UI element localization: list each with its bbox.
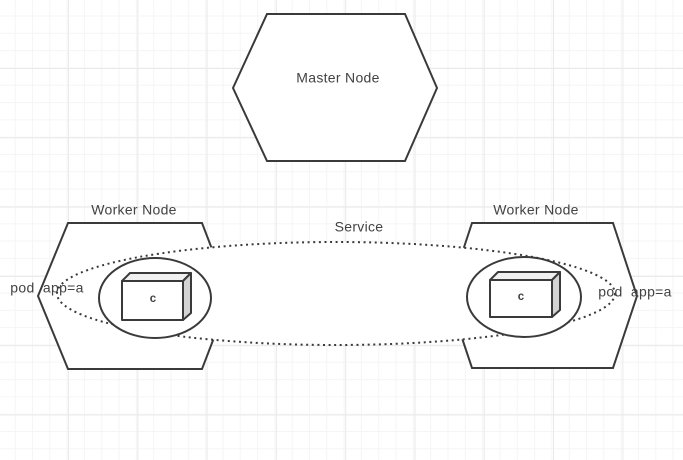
master-node-label[interactable]: Master Node xyxy=(296,69,380,86)
cube-side-face xyxy=(551,271,561,318)
container-cube-left[interactable] xyxy=(121,272,192,321)
cube-front-face xyxy=(489,279,553,318)
cube-front-face xyxy=(121,280,184,321)
container-right-label[interactable]: c xyxy=(517,291,525,304)
cube-top-face xyxy=(121,272,192,282)
master-node-hexagon[interactable] xyxy=(231,13,439,162)
cube-top-face xyxy=(489,271,561,281)
service-label[interactable]: Service xyxy=(334,218,384,235)
worker-node-right-label[interactable]: Worker Node xyxy=(493,201,579,218)
cube-side-face xyxy=(182,272,192,321)
worker-node-left-label[interactable]: Worker Node xyxy=(91,201,177,218)
pod-left-label[interactable]: pod app=a xyxy=(10,279,84,296)
pod-right-label[interactable]: pod app=a xyxy=(598,283,672,300)
container-left-label[interactable]: c xyxy=(149,293,157,306)
container-cube-right[interactable] xyxy=(489,271,561,318)
